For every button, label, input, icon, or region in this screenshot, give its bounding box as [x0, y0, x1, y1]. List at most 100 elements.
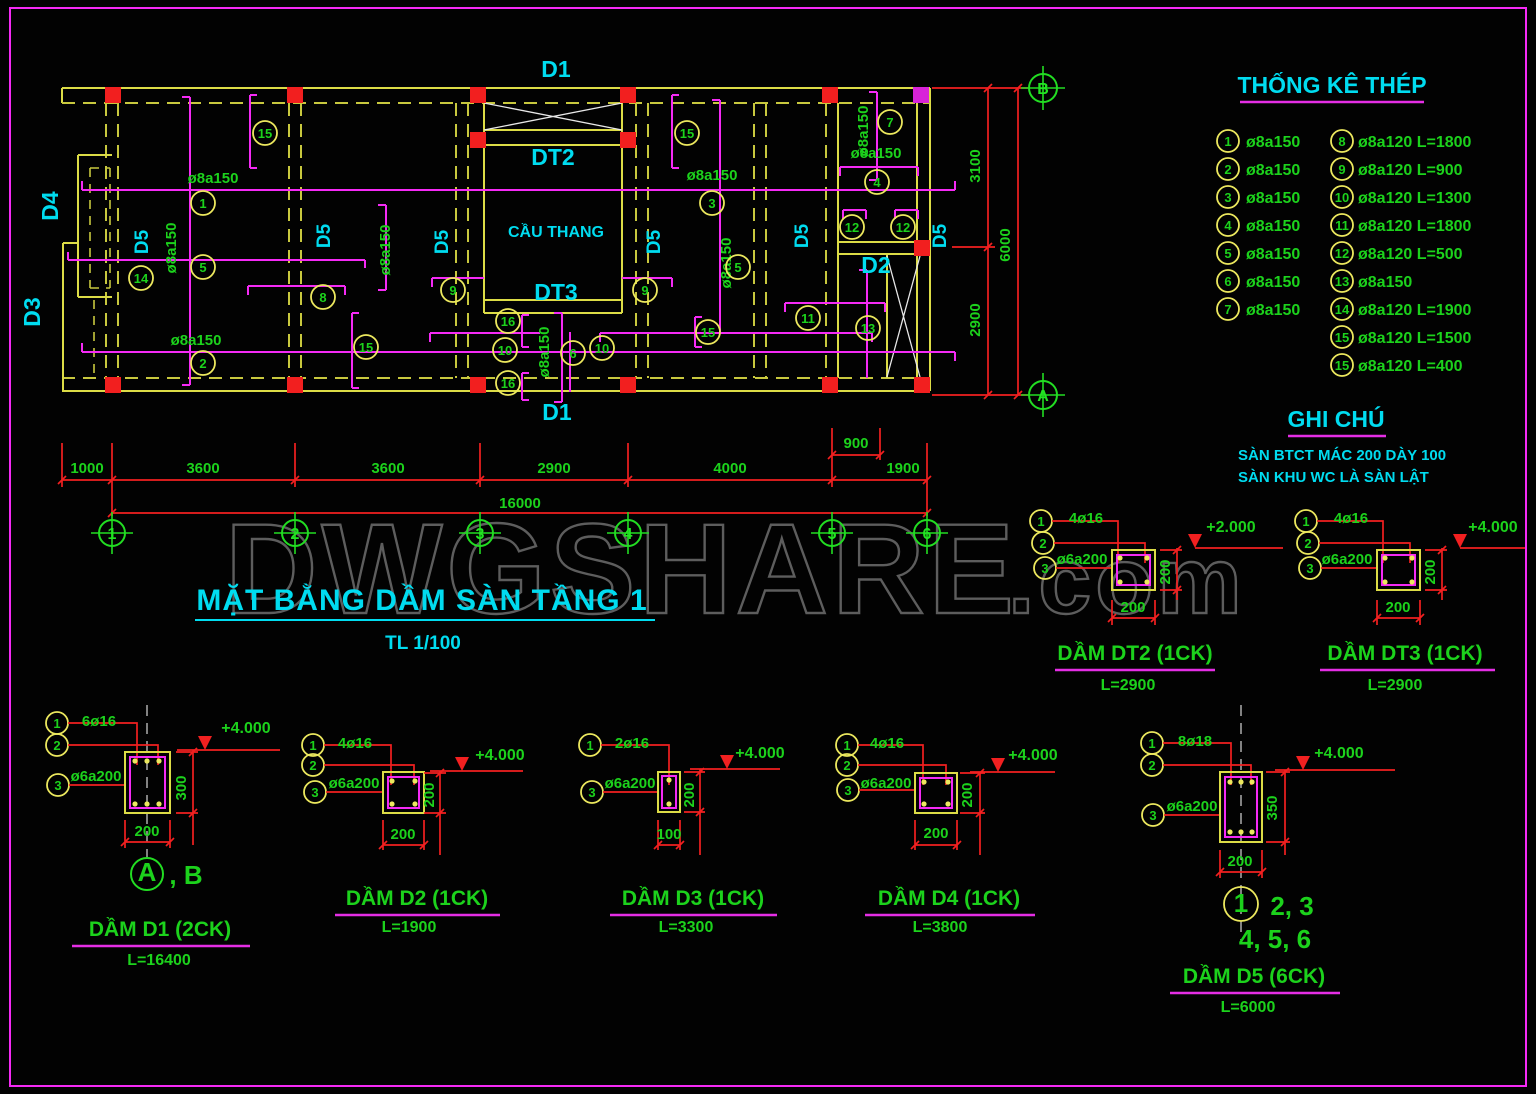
svg-text:8: 8 [319, 290, 326, 305]
dim-label: 3100 [967, 149, 984, 182]
svg-text:7: 7 [1224, 302, 1231, 317]
rebar-label: ø8a150 [377, 225, 394, 276]
svg-text:ø8a150: ø8a150 [1246, 218, 1300, 235]
svg-text:3: 3 [1306, 561, 1313, 576]
beam-label-d1-bottom: D1 [542, 399, 572, 425]
section-length: L=3300 [659, 919, 714, 936]
section-d5: 1 2 3 8ø18 ø6a200 350 +4.000 200 1 2, 3 … [1140, 705, 1395, 1016]
svg-text:5: 5 [828, 526, 837, 543]
svg-text:1: 1 [1302, 514, 1309, 529]
svg-text:2: 2 [1304, 536, 1311, 551]
dim-height: 200 [1422, 559, 1439, 584]
svg-text:6: 6 [569, 346, 576, 361]
svg-text:6: 6 [923, 526, 932, 543]
section-length: L=2900 [1101, 677, 1156, 694]
svg-text:B: B [1037, 81, 1049, 98]
svg-text:ø8a150: ø8a150 [1246, 190, 1300, 207]
plan-callout: 4 [864, 169, 890, 195]
svg-text:15: 15 [680, 126, 694, 141]
section-title: DẦM D4 (1CK) [878, 887, 1020, 910]
svg-text:2: 2 [843, 758, 850, 773]
svg-text:16: 16 [501, 314, 515, 329]
svg-text:7: 7 [886, 115, 893, 130]
svg-text:ø8a120 L=1300: ø8a120 L=1300 [1358, 190, 1472, 207]
plan-callout: 11 [795, 305, 821, 331]
svg-text:3: 3 [588, 785, 595, 800]
svg-text:ø8a120 L=1900: ø8a120 L=1900 [1358, 302, 1472, 319]
plan-callout: 10 [492, 337, 518, 363]
svg-text:5: 5 [1224, 246, 1231, 261]
dim-height: 200 [421, 782, 438, 807]
svg-text:15: 15 [359, 340, 373, 355]
drawing-title: MẶT BẰNG DẦM SÀN TẦNG 1 TL 1/100 [195, 583, 655, 654]
svg-text:13: 13 [861, 321, 875, 336]
notes: GHI CHÚ SÀN BTCT MÁC 200 DÀY 100 SÀN KHU… [1238, 405, 1446, 486]
void-cross [483, 102, 921, 378]
svg-text:15: 15 [1335, 330, 1349, 345]
svg-text:2: 2 [53, 738, 60, 753]
plan-callouts: 15 15 7 1 3 4 5 5 14 8 9 9 12 12 2 15 16… [128, 109, 916, 396]
svg-text:1: 1 [108, 526, 117, 543]
rebar-label: ø8a150 [188, 170, 239, 187]
dim-height: 300 [173, 775, 190, 800]
note-line: SÀN BTCT MÁC 200 DÀY 100 [1238, 447, 1446, 464]
svg-text:2: 2 [291, 526, 300, 543]
svg-text:8: 8 [1338, 134, 1345, 149]
beam-label-d3: D3 [19, 297, 45, 326]
svg-text:ø8a120 L=1800: ø8a120 L=1800 [1358, 218, 1472, 235]
section-title: DẦM DT3 (1CK) [1327, 642, 1482, 665]
steel-title: THỐNG KÊ THÉP [1237, 71, 1426, 98]
svg-text:1: 1 [843, 738, 850, 753]
beam-label-d5: D5 [644, 229, 665, 254]
steel-row: 14 ø8a120 L=1900 [1330, 297, 1472, 321]
svg-text:ø8a150: ø8a150 [1246, 162, 1300, 179]
dimension-strip: 1000 3600 3600 2900 4000 1900 900 16000 … [57, 428, 948, 554]
steel-row: 3 ø8a150 [1216, 185, 1300, 209]
svg-text:ø8a120 L=900: ø8a120 L=900 [1358, 162, 1463, 179]
plan-callout: 12 [890, 214, 916, 240]
section-title: DẦM DT2 (1CK) [1057, 642, 1212, 665]
dim-label: 4000 [713, 460, 746, 477]
plan-rebar [67, 91, 956, 403]
level-label: +4.000 [1008, 747, 1057, 764]
dim-height: 350 [1264, 795, 1281, 820]
stirrup-label: ø6a200 [71, 768, 122, 785]
grid-bubble: 6 [906, 512, 948, 554]
drawing-scale: TL 1/100 [385, 633, 461, 654]
svg-text:2: 2 [1148, 758, 1155, 773]
stirrup-label: ø6a200 [1057, 551, 1108, 568]
plan-callout: 8 [310, 284, 336, 310]
svg-text:12: 12 [845, 220, 859, 235]
svg-text:5: 5 [199, 260, 206, 275]
plan-callout: 1 [190, 190, 216, 216]
svg-text:1: 1 [1148, 736, 1155, 751]
svg-text:15: 15 [1335, 358, 1349, 373]
level-label: +4.000 [1468, 519, 1517, 536]
beam-label-d5: D5 [792, 223, 813, 248]
svg-text:ø8a150: ø8a150 [1246, 274, 1300, 291]
dim-width: 100 [656, 826, 681, 843]
svg-text:14: 14 [1335, 302, 1350, 317]
svg-text:1: 1 [1224, 134, 1231, 149]
section-length: L=1900 [382, 919, 437, 936]
svg-text:3: 3 [1224, 190, 1231, 205]
dim-label-total: 16000 [499, 495, 541, 512]
svg-text:11: 11 [801, 311, 815, 326]
rebar-top-label: 6ø16 [82, 713, 116, 730]
svg-text:15: 15 [701, 325, 715, 340]
svg-text:5: 5 [734, 260, 741, 275]
stirrup-label: ø6a200 [329, 775, 380, 792]
dim-label: 3600 [371, 460, 404, 477]
notes-title: GHI CHÚ [1287, 405, 1384, 432]
watermark-text: DWGSHARE [225, 498, 1018, 641]
grid-bubble: B [1021, 66, 1065, 110]
svg-text:1: 1 [309, 738, 316, 753]
plan-callout: 15 [695, 319, 721, 345]
sheet-border [9, 7, 1527, 1087]
dim-height: 200 [959, 782, 976, 807]
stirrup-label: ø6a200 [605, 775, 656, 792]
